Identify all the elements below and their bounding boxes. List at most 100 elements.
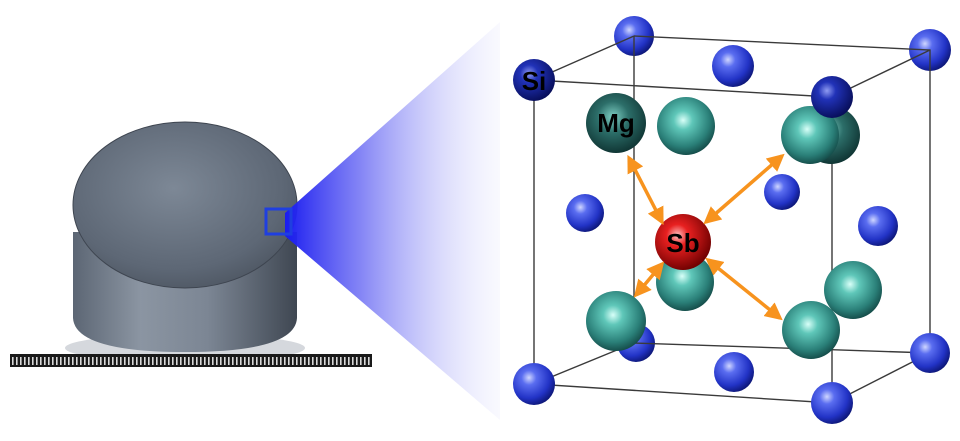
ruler-tick bbox=[68, 357, 70, 365]
ruler-tick bbox=[84, 357, 86, 365]
si-label: Si bbox=[522, 66, 547, 96]
si-atom bbox=[811, 382, 853, 424]
si-atom bbox=[513, 363, 555, 405]
ruler-tick bbox=[360, 357, 362, 365]
mg-atom bbox=[782, 301, 840, 359]
ruler-tick bbox=[292, 357, 294, 365]
ruler-tick bbox=[176, 357, 178, 365]
ruler-tick bbox=[300, 357, 302, 365]
ruler-tick bbox=[12, 357, 14, 365]
ruler-tick bbox=[196, 357, 198, 365]
ruler-scale bbox=[10, 354, 372, 367]
ruler-tick bbox=[144, 357, 146, 365]
ruler-tick bbox=[336, 357, 338, 365]
mg-label: Mg bbox=[597, 108, 635, 138]
ruler-tick bbox=[236, 357, 238, 365]
ruler-tick bbox=[40, 357, 42, 365]
ruler-tick bbox=[296, 357, 298, 365]
ruler-tick bbox=[44, 357, 46, 365]
ruler-tick bbox=[172, 357, 174, 365]
ruler-tick bbox=[168, 357, 170, 365]
ruler-tick bbox=[184, 357, 186, 365]
ruler-tick bbox=[232, 357, 234, 365]
ruler-tick bbox=[124, 357, 126, 365]
ruler-tick bbox=[264, 357, 266, 365]
ruler-tick bbox=[248, 357, 250, 365]
ruler-tick bbox=[244, 357, 246, 365]
ruler-tick bbox=[280, 357, 282, 365]
si-atom bbox=[712, 45, 754, 87]
crystal-structure: Si Mg Sb bbox=[513, 16, 951, 424]
mg-atom bbox=[586, 291, 646, 351]
ruler-tick bbox=[368, 357, 370, 365]
ruler-tick bbox=[220, 357, 222, 365]
ruler-tick bbox=[348, 357, 350, 365]
ruler-tick bbox=[152, 357, 154, 365]
ruler-tick bbox=[72, 357, 74, 365]
ruler-tick bbox=[164, 357, 166, 365]
ruler-tick bbox=[112, 357, 114, 365]
ruler-tick bbox=[344, 357, 346, 365]
ruler-tick bbox=[80, 357, 82, 365]
ruler-tick bbox=[308, 357, 310, 365]
si-atom bbox=[566, 194, 604, 232]
ruler-tick bbox=[204, 357, 206, 365]
ruler-tick bbox=[132, 357, 134, 365]
ruler-tick bbox=[252, 357, 254, 365]
pellet-top bbox=[73, 122, 297, 288]
ruler-tick bbox=[364, 357, 366, 365]
ruler-tick bbox=[208, 357, 210, 365]
ruler-tick bbox=[52, 357, 54, 365]
ruler-tick bbox=[92, 357, 94, 365]
ruler-tick bbox=[148, 357, 150, 365]
si-atom bbox=[910, 333, 950, 373]
ruler-tick bbox=[136, 357, 138, 365]
si-atom bbox=[858, 206, 898, 246]
ruler-tick bbox=[200, 357, 202, 365]
ruler-tick bbox=[32, 357, 34, 365]
ruler-tick bbox=[312, 357, 314, 365]
ruler-tick bbox=[60, 357, 62, 365]
ruler-tick bbox=[272, 357, 274, 365]
pellet-photo bbox=[65, 122, 305, 362]
ruler-tick bbox=[328, 357, 330, 365]
ruler-tick bbox=[140, 357, 142, 365]
si-atom bbox=[811, 76, 853, 118]
mg-atom bbox=[824, 261, 882, 319]
bond-arrow bbox=[708, 260, 780, 318]
ruler-tick bbox=[108, 357, 110, 365]
ruler-tick bbox=[284, 357, 286, 365]
mg-atom bbox=[657, 97, 715, 155]
ruler-tick bbox=[116, 357, 118, 365]
ruler-tick bbox=[192, 357, 194, 365]
ruler-tick bbox=[340, 357, 342, 365]
ruler-tick bbox=[100, 357, 102, 365]
ruler-tick bbox=[224, 357, 226, 365]
ruler-tick bbox=[156, 357, 158, 365]
ruler-tick bbox=[332, 357, 334, 365]
ruler-tick bbox=[88, 357, 90, 365]
ruler-tick bbox=[104, 357, 106, 365]
ruler-tick bbox=[16, 357, 18, 365]
si-atom bbox=[764, 174, 800, 210]
ruler-tick bbox=[188, 357, 190, 365]
ruler-tick bbox=[352, 357, 354, 365]
ruler-tick bbox=[240, 357, 242, 365]
ruler-tick bbox=[288, 357, 290, 365]
ruler-tick bbox=[48, 357, 50, 365]
ruler-tick bbox=[28, 357, 30, 365]
ruler-tick bbox=[320, 357, 322, 365]
ruler-tick bbox=[160, 357, 162, 365]
ruler-tick bbox=[56, 357, 58, 365]
ruler-tick bbox=[356, 357, 358, 365]
ruler-tick bbox=[36, 357, 38, 365]
ruler-tick bbox=[20, 357, 22, 365]
ruler-tick bbox=[228, 357, 230, 365]
ruler-tick bbox=[324, 357, 326, 365]
ruler-tick bbox=[120, 357, 122, 365]
sb-label: Sb bbox=[666, 228, 699, 258]
ruler-tick bbox=[128, 357, 130, 365]
ruler-tick bbox=[96, 357, 98, 365]
ruler-tick bbox=[64, 357, 66, 365]
